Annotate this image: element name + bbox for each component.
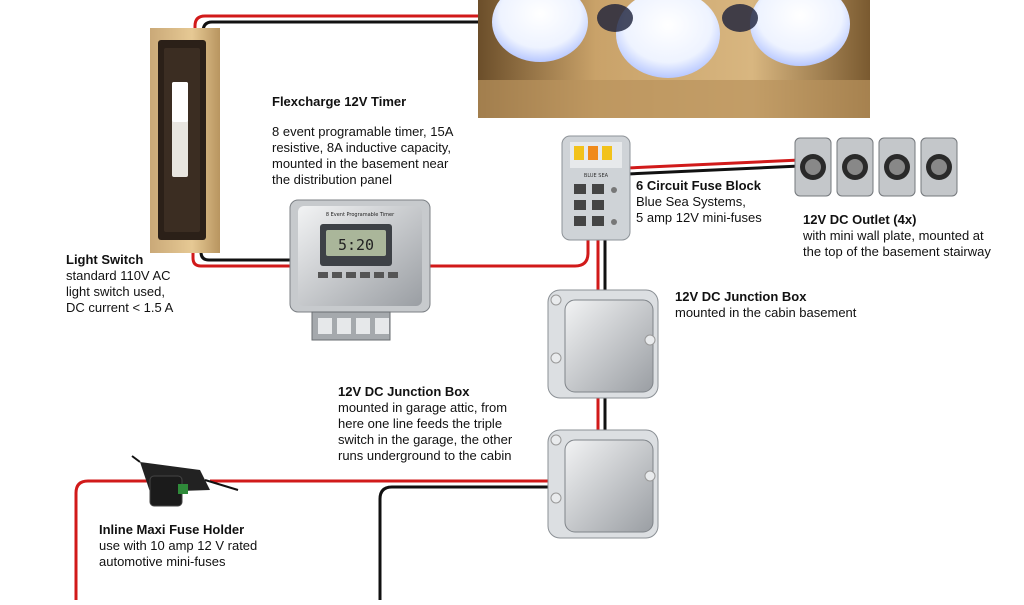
dc-outlet-icon <box>878 137 916 197</box>
outlet-label: 12V DC Outlet (4x) with mini wall plate,… <box>803 212 991 260</box>
inline-fuse-label-line: automotive mini-fuses <box>99 554 226 569</box>
wire-lights-to-switch-black <box>201 20 490 55</box>
timer-label-title: Flexcharge 12V Timer <box>272 94 407 109</box>
dc-outlet-icon <box>794 137 832 197</box>
inline-fuse-label: Inline Maxi Fuse Holder use with 10 amp … <box>99 522 257 570</box>
timer-label-line: the distribution panel <box>272 172 392 187</box>
timer-icon: 8 Event Programable Timer 5:20 <box>289 199 431 341</box>
fuse-block-label: 6 Circuit Fuse Block Blue Sea Systems, 5… <box>636 178 762 226</box>
light-bulb-icon <box>492 0 588 62</box>
junction-box-icon <box>547 289 659 399</box>
wire-fuse-to-outlet-red <box>627 158 801 170</box>
rocker-switch-icon <box>150 28 220 253</box>
junction-garage-label-line: switch in the garage, the other <box>338 432 513 447</box>
fuse-block-label-line: 5 amp 12V mini-fuses <box>636 210 762 225</box>
timer-label-line: 8 event programable timer, 15A <box>272 124 454 139</box>
timer-label: Flexcharge 12V Timer 8 event programable… <box>272 94 453 188</box>
timer-label-line: mounted in the basement near <box>272 156 449 171</box>
light-bulb-icon <box>616 0 720 78</box>
dc-outlet-icon <box>920 137 958 197</box>
fuse-block-brand: BLUE SEA <box>584 173 609 179</box>
switch-label-line: DC current < 1.5 A <box>66 300 174 315</box>
switch-label-line: light switch used, <box>66 284 165 299</box>
timer-device-title: 8 Event Programable Timer <box>326 212 395 218</box>
wiring <box>74 14 801 600</box>
junction-garage-label-line: here one line feeds the triple <box>338 416 503 431</box>
inline-fuse-label-line: use with 10 amp 12 V rated <box>99 538 258 553</box>
fuse-block-label-title: 6 Circuit Fuse Block <box>636 178 761 193</box>
inline-fuse-icon <box>131 455 210 507</box>
outlet-label-line: with mini wall plate, mounted at <box>803 228 984 243</box>
junction-garage-label-title: 12V DC Junction Box <box>338 384 470 399</box>
switch-label-title: Light Switch <box>66 252 144 267</box>
fuse-block-label-line: Blue Sea Systems, <box>636 194 746 209</box>
light-bulb-icon <box>750 0 850 66</box>
dc-outlet-icon <box>836 137 874 197</box>
wire-timer-to-fuse-red <box>430 228 590 268</box>
fuse-block-icon: BLUE SEA <box>561 135 631 241</box>
wire-inline-fuse-tail-black <box>204 479 239 491</box>
wire-switch-to-timer-red <box>191 232 300 268</box>
timer-display-readout: 5:20 <box>338 236 374 254</box>
junction-garage-label: 12V DC Junction Box mounted in garage at… <box>338 384 512 464</box>
junction-box-icon <box>547 429 659 539</box>
junction-cabin-label-line: mounted in the cabin basement <box>675 305 857 320</box>
dc-outlets <box>794 137 958 197</box>
wire-lights-to-switch-red <box>193 14 490 55</box>
timer-label-line: resistive, 8A inductive capacity, <box>272 140 451 155</box>
junction-cabin-label-title: 12V DC Junction Box <box>675 289 807 304</box>
wire-inline-fuse-left-red <box>74 479 150 600</box>
wire-fuse-to-outlet-black <box>627 164 801 176</box>
switch-label: Light Switch standard 110V AC light swit… <box>66 252 173 316</box>
junction-cabin-label: 12V DC Junction Box mounted in the cabin… <box>675 289 856 321</box>
ceiling-lights-photo <box>478 0 870 118</box>
switch-label-line: standard 110V AC <box>66 268 171 283</box>
wire-junction-down-black <box>378 485 550 600</box>
junction-garage-label-line: mounted in garage attic, from <box>338 400 508 415</box>
outlet-label-title: 12V DC Outlet (4x) <box>803 212 917 227</box>
outlet-label-line: the top of the basement stairway <box>803 244 991 259</box>
inline-fuse-label-title: Inline Maxi Fuse Holder <box>99 522 245 537</box>
junction-garage-label-line: runs underground to the cabin <box>338 448 512 463</box>
